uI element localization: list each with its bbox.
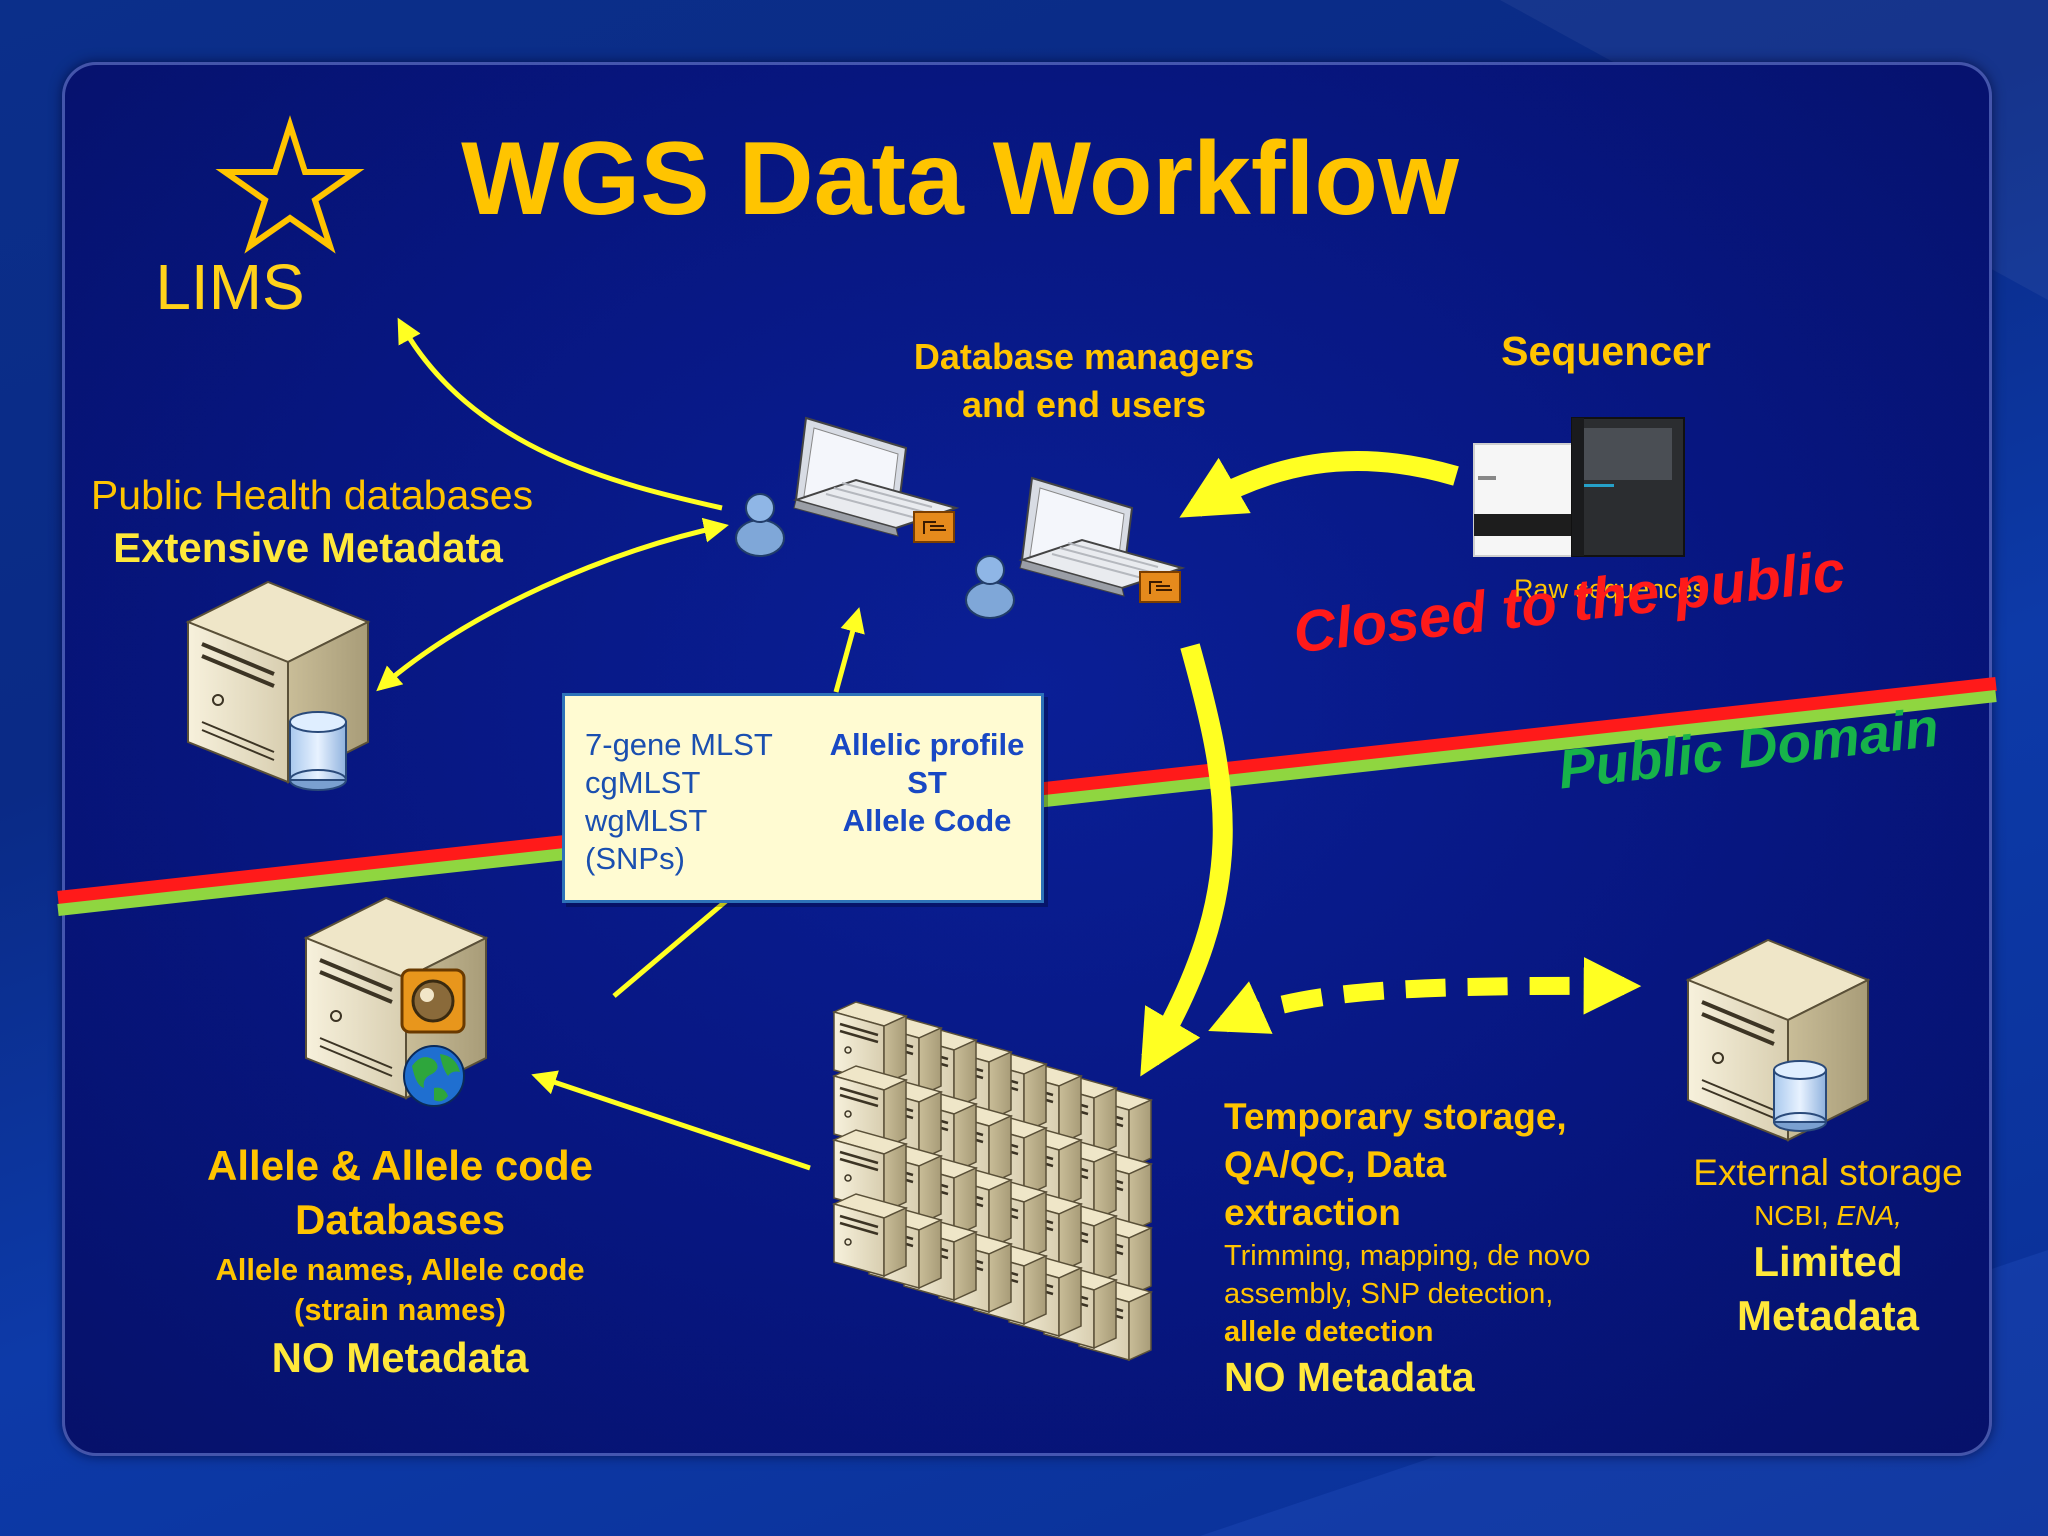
- temp-storage-line3: extraction: [1224, 1192, 1401, 1233]
- db-managers-line1: Database managers: [913, 336, 1255, 377]
- sequencer-icon: [1473, 417, 1685, 557]
- workflow-arrows: [376, 317, 1642, 1171]
- user-icon: [965, 555, 1015, 619]
- ncbi-label: NCBI,: [1754, 1200, 1837, 1231]
- arrow-infobox-to-users: [833, 607, 865, 693]
- external-storage-server-icon: [1686, 938, 1870, 1142]
- public-health-server-icon: [186, 580, 370, 791]
- temp-storage-no-metadata: NO Metadata: [1224, 1354, 1475, 1400]
- rack-server-unit: [832, 1192, 908, 1278]
- page-title: WGS Data Workflow: [461, 121, 1459, 237]
- arrow-storage-external-dashed: [1208, 957, 1642, 1034]
- temp-storage-detail3: allele detection: [1224, 1316, 1434, 1348]
- arrow-users-to-storage: [1140, 643, 1233, 1077]
- ena-label: ENA,: [1836, 1200, 1902, 1231]
- allele-db-title-line1: Allele & Allele code: [207, 1142, 593, 1189]
- allele-db-detail-line1: Allele names, Allele code: [215, 1252, 585, 1287]
- db-managers-line2: and end users: [961, 384, 1207, 425]
- external-storage-metadata: Metadata: [1736, 1292, 1920, 1339]
- allele-database-server-icon: [304, 896, 488, 1107]
- public-health-title: Public Health databases: [90, 472, 534, 518]
- temp-storage-detail1: Trimming, mapping, de novo: [1224, 1240, 1591, 1272]
- lims-label: LIMS: [155, 251, 305, 323]
- arrow-sequencer-to-users: [1179, 451, 1459, 518]
- temp-storage-line1: Temporary storage,: [1224, 1096, 1567, 1137]
- laptop-icon: [1019, 477, 1183, 603]
- allele-db-title-line2: Databases: [294, 1196, 506, 1243]
- method-item: wgMLST: [585, 803, 708, 838]
- user-icon: [735, 493, 785, 557]
- sequencer-caption: Raw sequences: [1513, 574, 1707, 604]
- typing-results-list: Allelic profile ST Allele Code: [827, 726, 1027, 840]
- star-icon: [215, 115, 365, 254]
- result-item: ST: [907, 765, 947, 800]
- method-item: cgMLST: [585, 765, 701, 800]
- server-rack-icon: [832, 1000, 1153, 1362]
- temp-storage-line2: QA/QC, Data: [1224, 1144, 1447, 1185]
- allele-db-detail-line2: (strain names): [294, 1292, 506, 1327]
- method-item: (SNPs): [585, 841, 685, 876]
- typing-methods-box: 7-gene MLST cgMLST wgMLST (SNPs) Allelic…: [562, 693, 1044, 903]
- allele-db-no-metadata: NO Metadata: [271, 1334, 529, 1381]
- arrow-to-lims: [397, 317, 723, 511]
- external-storage-title: External storage: [1693, 1152, 1963, 1193]
- result-item: Allele Code: [842, 803, 1012, 838]
- sequencer-label: Sequencer: [1501, 328, 1711, 374]
- arrow-public-health-bidirectional: [376, 517, 729, 692]
- result-item: Allelic profile: [829, 727, 1025, 762]
- external-storage-sources: NCBI, ENA,: [1754, 1200, 1902, 1232]
- external-storage-limited: Limited: [1753, 1238, 1903, 1285]
- method-item: 7-gene MLST: [585, 727, 773, 762]
- arrow-allele-db-to-infobox: [612, 894, 734, 998]
- laptop-icon: [793, 417, 957, 543]
- arrow-rack-to-allele-db: [531, 1070, 811, 1171]
- typing-methods-list: 7-gene MLST cgMLST wgMLST (SNPs): [585, 726, 773, 878]
- temp-storage-detail2: assembly, SNP detection,: [1224, 1278, 1554, 1310]
- public-health-metadata: Extensive Metadata: [113, 524, 503, 571]
